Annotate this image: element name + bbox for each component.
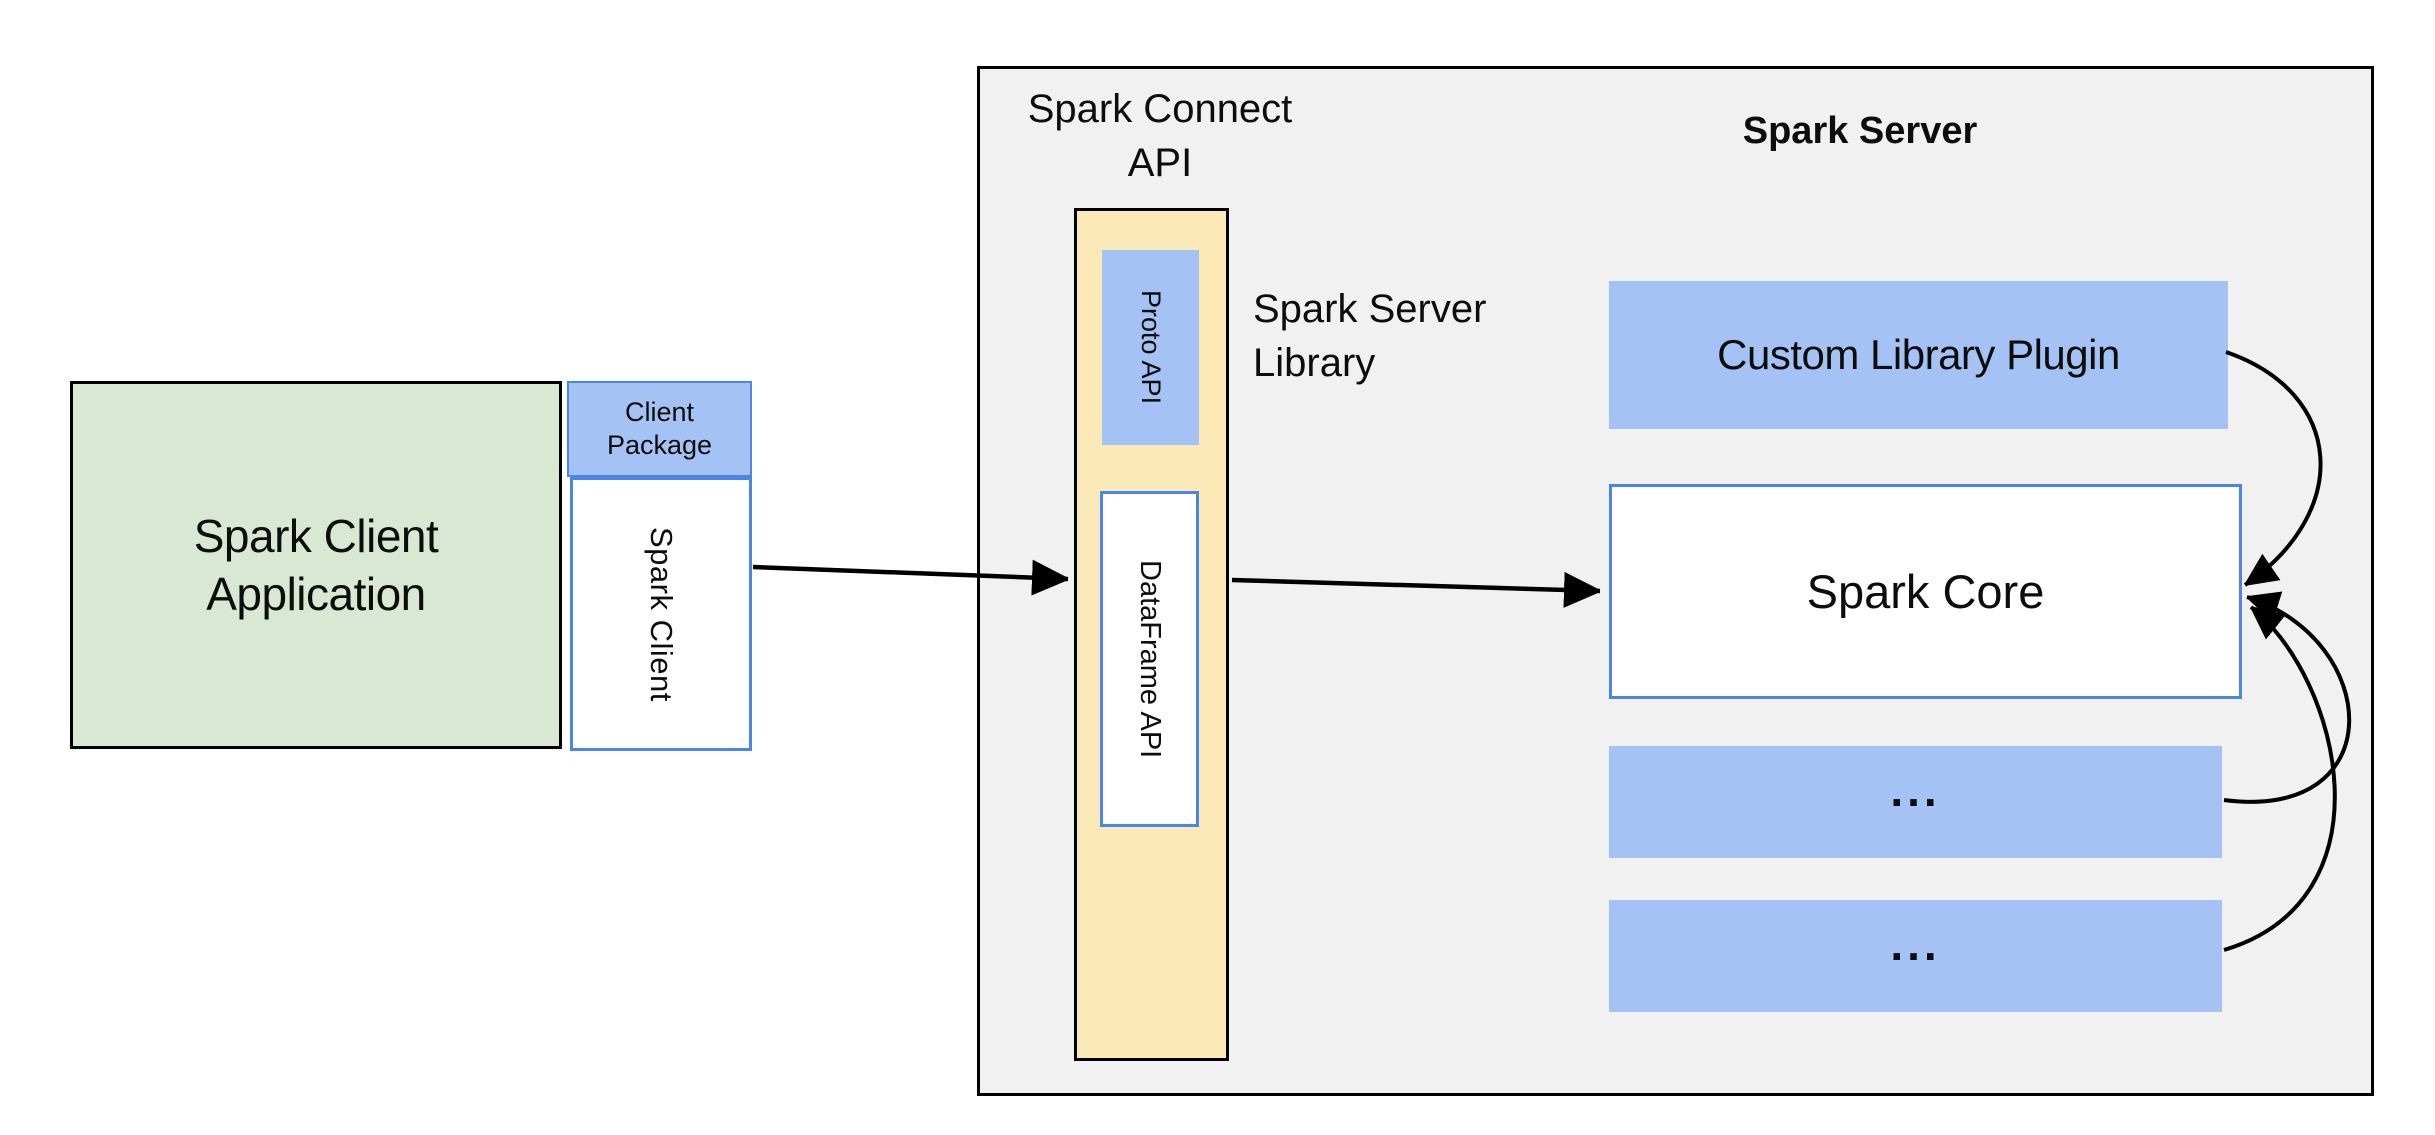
spark-core-box: Spark Core — [1609, 484, 2242, 699]
plugin-slot-1-box: ... — [1609, 746, 2222, 858]
spark-connect-api-label: Spark Connect API — [1027, 87, 1293, 185]
plugin-slot-1-label: ... — [1890, 764, 1941, 816]
dataframe-api-box: DataFrame API — [1100, 491, 1199, 827]
proto-api-label: Proto API — [1136, 290, 1166, 405]
spark-server-library-label: Spark Server Library — [1253, 287, 1487, 385]
plugin-slot-2-label: ... — [1890, 918, 1941, 970]
dataframe-api-label: DataFrame API — [1134, 559, 1166, 759]
spark-server-title: Spark Server — [1742, 110, 1978, 152]
client-package-box: Client Package — [567, 381, 752, 477]
plugin-slot-2-box: ... — [1609, 900, 2222, 1012]
spark-client-application-box: Spark Client Application — [70, 381, 562, 749]
custom-library-plugin-box: Custom Library Plugin — [1609, 281, 2228, 429]
proto-api-box: Proto API — [1102, 250, 1199, 445]
spark-client-label: Spark Client — [644, 526, 679, 702]
spark-client-box: Spark Client — [570, 477, 752, 751]
